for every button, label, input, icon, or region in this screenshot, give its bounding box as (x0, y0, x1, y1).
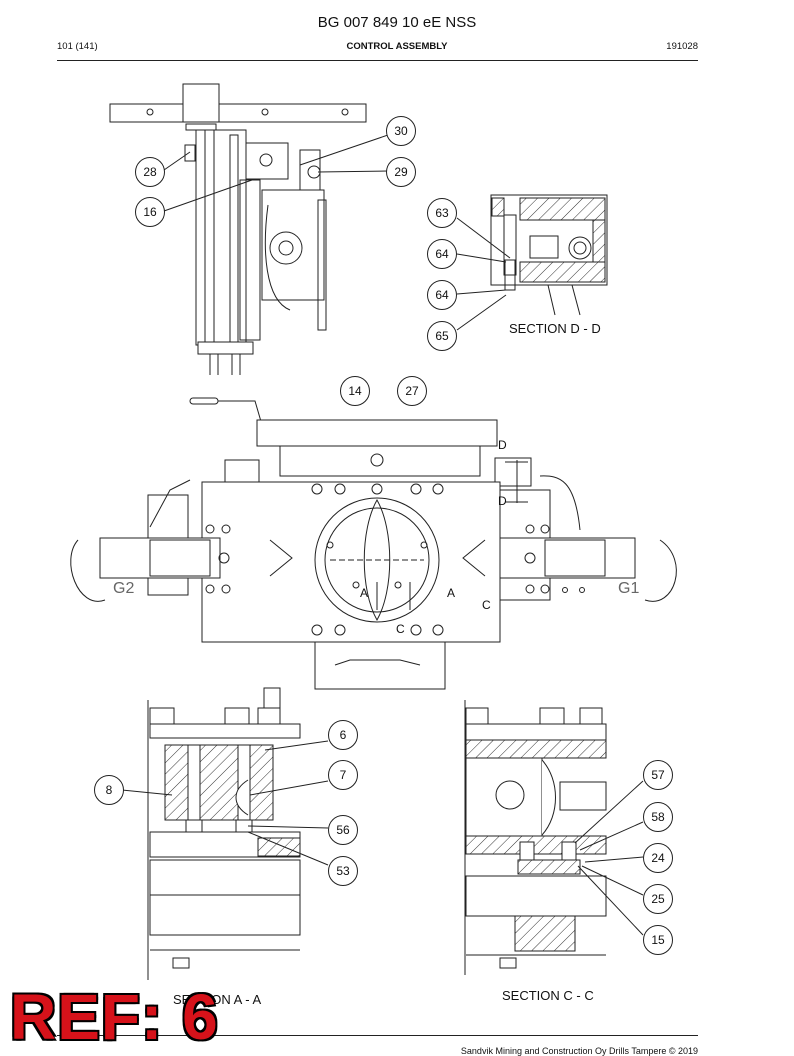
view-letter-a-left: A (360, 586, 369, 600)
callout-58: 58 (643, 802, 673, 832)
section-a-a-label: SECTION A - A (173, 992, 262, 1007)
callout-64-b: 64 (427, 280, 457, 310)
callout-15: 15 (643, 925, 673, 955)
callout-29: 29 (386, 157, 416, 187)
callout-7: 7 (328, 760, 358, 790)
section-a-a-drawing (121, 687, 329, 980)
view-letter-a-right: A (447, 586, 456, 600)
callout-27: 27 (397, 376, 427, 406)
section-d-d-label: SECTION D - D (509, 321, 601, 336)
callout-6: 6 (328, 720, 358, 750)
ref-stamp: REF: 6 (10, 981, 219, 1053)
section-heading: CONTROL ASSEMBLY (346, 41, 448, 52)
section-c-c-drawing (464, 700, 644, 975)
plan-view (70, 397, 677, 690)
callout-63: 63 (427, 198, 457, 228)
callout-64-a: 64 (427, 239, 457, 269)
header-rule (57, 60, 698, 61)
side-view (109, 83, 389, 375)
view-letter-d-bottom: D (498, 494, 507, 508)
callout-57: 57 (643, 760, 673, 790)
footer-rule (57, 1035, 698, 1036)
callout-65: 65 (427, 321, 457, 351)
callout-25: 25 (643, 884, 673, 914)
callout-30: 30 (386, 116, 416, 146)
view-letter-c-right: C (482, 598, 491, 612)
footer-copyright: Sandvik Mining and Construction Oy Drill… (460, 1046, 698, 1056)
view-letter-g2: G2 (113, 580, 135, 597)
view-letter-g1: G1 (618, 580, 640, 597)
view-letter-c-left: C (396, 622, 405, 636)
section-d-d-drawing (456, 194, 608, 331)
view-letter-d-top: D (498, 438, 507, 452)
document-title: BG 007 849 10 eE NSS (317, 14, 477, 31)
callout-8: 8 (94, 775, 124, 805)
callout-24: 24 (643, 843, 673, 873)
section-c-c-label: SECTION C - C (502, 988, 594, 1003)
date-code: 191028 (666, 41, 698, 52)
page-number: 101 (141) (57, 41, 98, 52)
callout-14: 14 (340, 376, 370, 406)
callout-56: 56 (328, 815, 358, 845)
callout-53: 53 (328, 856, 358, 886)
callout-28: 28 (135, 157, 165, 187)
callout-16: 16 (135, 197, 165, 227)
